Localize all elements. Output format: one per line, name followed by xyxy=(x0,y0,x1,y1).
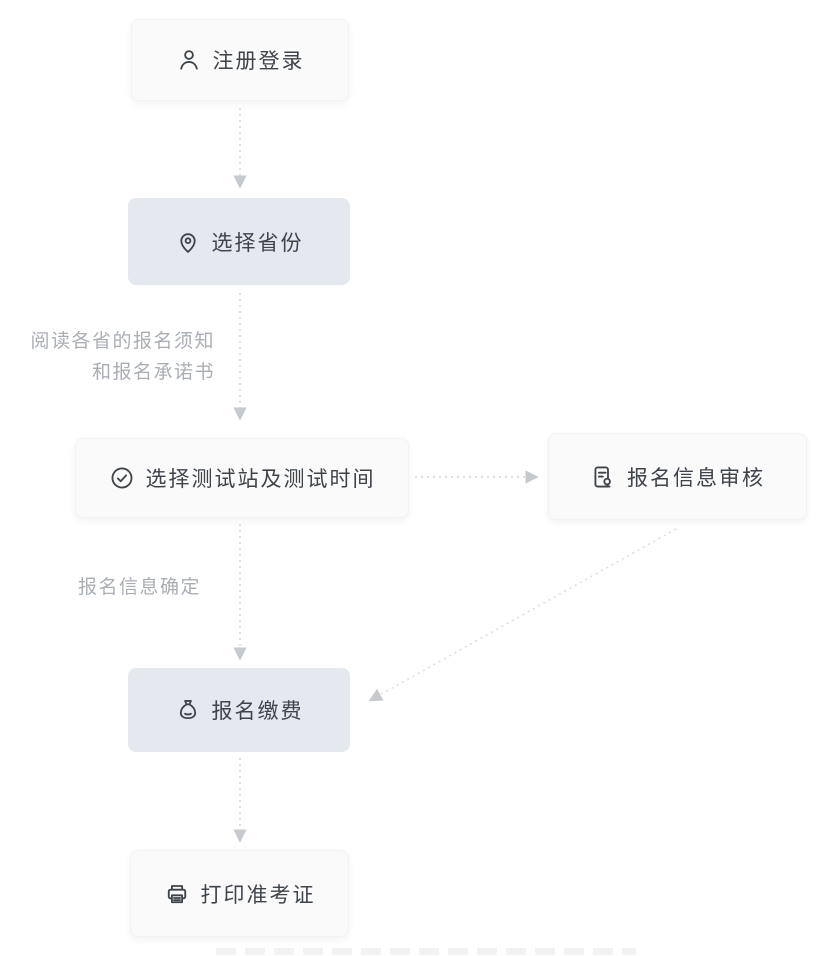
annotation-read-notice: 阅读各省的报名须知 和报名承诺书 xyxy=(30,326,215,388)
flow-node-register-login: 注册登录 xyxy=(131,19,349,101)
flow-node-select-test-station: 选择测试站及测试时间 xyxy=(75,438,409,518)
printer-icon xyxy=(164,881,190,907)
document-review-icon xyxy=(590,464,616,490)
user-icon xyxy=(176,47,202,73)
money-bag-icon xyxy=(175,697,201,723)
location-pin-icon xyxy=(175,229,201,255)
flow-node-label: 选择测试站及测试时间 xyxy=(145,468,376,491)
annotation-line: 阅读各省的报名须知 xyxy=(30,331,215,352)
cropped-caption-remnant xyxy=(216,948,636,955)
annotation-info-confirmed: 报名信息确定 xyxy=(78,577,202,598)
flow-node-registration-review: 报名信息审核 xyxy=(548,433,807,520)
annotation-line: 和报名承诺书 xyxy=(91,362,215,383)
flow-node-registration-payment: 报名缴费 xyxy=(128,668,350,752)
arrow-review-to-payment xyxy=(368,528,677,702)
check-circle-icon xyxy=(109,465,135,491)
flow-node-label: 报名信息审核 xyxy=(627,466,765,490)
flow-node-select-province: 选择省份 xyxy=(128,198,350,285)
flow-node-label: 选择省份 xyxy=(211,231,304,255)
flow-node-label: 报名缴费 xyxy=(211,700,304,723)
flow-node-label: 打印准考证 xyxy=(200,883,316,907)
flow-node-print-admission-ticket: 打印准考证 xyxy=(130,850,349,937)
flow-node-label: 注册登录 xyxy=(212,50,305,73)
